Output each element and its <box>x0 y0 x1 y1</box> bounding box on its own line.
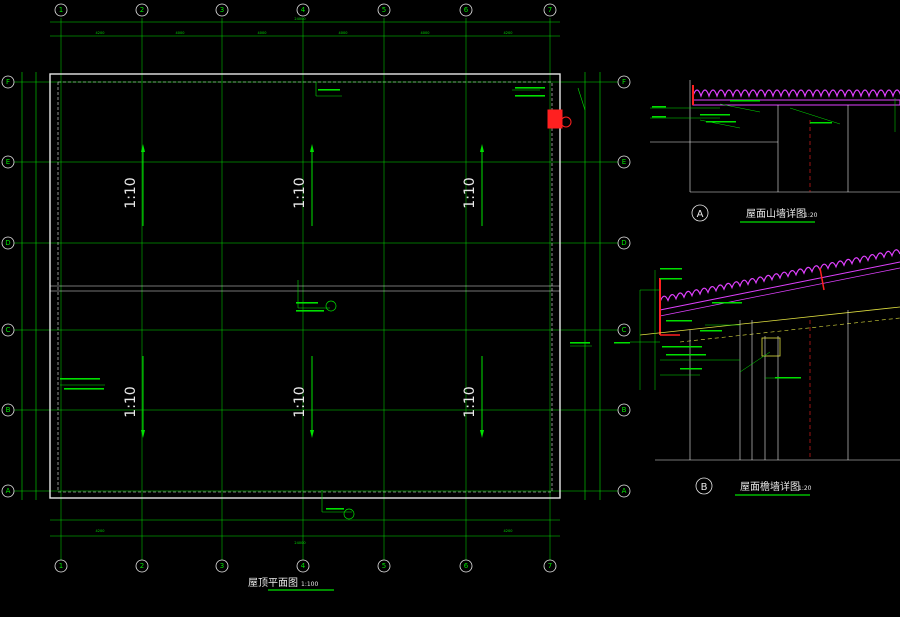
slope-arrowheads <box>141 144 484 438</box>
svg-text:1: 1 <box>59 562 63 570</box>
svg-text:B: B <box>622 406 627 414</box>
svg-text:3: 3 <box>220 562 224 570</box>
note-mark <box>318 89 340 91</box>
roof-plan: 24000 4200 4000 4000 4000 4000 4200 2400… <box>1 3 631 591</box>
gutter-line <box>57 81 553 493</box>
svg-text:24000: 24000 <box>294 541 305 545</box>
svg-text:4200: 4200 <box>504 529 513 533</box>
svg-text:4200: 4200 <box>96 529 105 533</box>
svg-text:E: E <box>6 158 10 166</box>
detail-b: B 屋面檐墙详图 1:20 <box>614 249 900 496</box>
svg-text:C: C <box>6 326 11 334</box>
note-mark <box>326 508 344 510</box>
svg-text:4200: 4200 <box>96 31 105 35</box>
plan-scale: 1:100 <box>301 581 318 588</box>
detail-callout <box>343 508 355 520</box>
svg-text:D: D <box>621 239 626 247</box>
svg-text:4000: 4000 <box>176 31 185 35</box>
slope-label: 1:10 <box>462 177 478 208</box>
annotation-leaders <box>60 82 592 513</box>
slope-label: 1:10 <box>123 177 139 208</box>
slope-label: 1:10 <box>292 177 308 208</box>
svg-text:4000: 4000 <box>421 31 430 35</box>
svg-text:4000: 4000 <box>258 31 267 35</box>
svg-text:6: 6 <box>464 6 469 14</box>
dimension-text: 24000 4200 4000 4000 4000 4000 4200 2400… <box>96 17 513 545</box>
svg-text:7: 7 <box>548 6 552 14</box>
svg-text:4: 4 <box>301 562 306 570</box>
svg-text:F: F <box>622 78 626 86</box>
note-mark <box>570 342 590 344</box>
note-mark <box>296 302 318 304</box>
slope-label: 1:10 <box>292 386 308 417</box>
detail-a-marker-circle <box>691 204 709 222</box>
svg-text:3: 3 <box>220 6 224 14</box>
detail-a-scale: 1:20 <box>804 212 818 219</box>
detail-b-scale: 1:20 <box>798 485 812 492</box>
roof-panel-corrugation <box>692 89 900 98</box>
red-detail-mark <box>547 109 563 129</box>
svg-text:F: F <box>6 78 10 86</box>
svg-text:5: 5 <box>382 562 386 570</box>
svg-text:E: E <box>622 158 626 166</box>
svg-text:5: 5 <box>382 6 386 14</box>
svg-text:2: 2 <box>140 6 144 14</box>
slope-label: 1:10 <box>123 386 139 417</box>
roof-panel-corrugation <box>659 249 900 303</box>
svg-text:4: 4 <box>301 6 306 14</box>
note-mark <box>64 388 104 390</box>
svg-text:6: 6 <box>464 562 469 570</box>
slope-label: 1:10 <box>462 386 478 417</box>
slope-arrows <box>142 146 483 436</box>
svg-text:D: D <box>5 239 10 247</box>
dimension-lines <box>21 21 601 537</box>
axis-bubbles-bottom: 1 2 3 4 5 6 7 <box>54 559 557 573</box>
svg-text:4200: 4200 <box>504 31 513 35</box>
svg-text:C: C <box>622 326 627 334</box>
note-mark <box>515 87 545 89</box>
detail-callout <box>325 300 337 312</box>
horizontal-grid-lines <box>12 81 620 492</box>
axis-bubbles-top: 1 2 3 4 5 6 7 <box>54 3 557 17</box>
svg-text:B: B <box>6 406 11 414</box>
red-detail-callout <box>560 116 572 128</box>
axis-bubbles-right: F E D C B A <box>617 75 631 498</box>
svg-text:7: 7 <box>548 562 552 570</box>
plan-title: 屋顶平面图 <box>248 577 298 589</box>
detail-a-marker: A <box>697 209 704 220</box>
detail-b-marker-circle <box>695 477 713 495</box>
note-mark <box>296 310 324 312</box>
detail-b-title: 屋面檐墙详图 <box>740 480 800 493</box>
note-mark <box>60 378 100 380</box>
detail-a-title: 屋面山墙详图 <box>746 207 806 220</box>
vertical-grid-lines <box>60 18 551 560</box>
svg-text:A: A <box>622 487 627 495</box>
svg-text:1: 1 <box>59 6 63 14</box>
detail-b-marker: B <box>701 482 708 493</box>
detail-a: A 屋面山墙详图 1:20 <box>650 80 900 223</box>
svg-text:2: 2 <box>140 562 144 570</box>
note-mark <box>515 95 545 97</box>
axis-bubbles-left: F E D C B A <box>1 75 15 498</box>
svg-text:4000: 4000 <box>339 31 348 35</box>
svg-text:A: A <box>6 487 11 495</box>
svg-text:24000: 24000 <box>294 17 305 21</box>
